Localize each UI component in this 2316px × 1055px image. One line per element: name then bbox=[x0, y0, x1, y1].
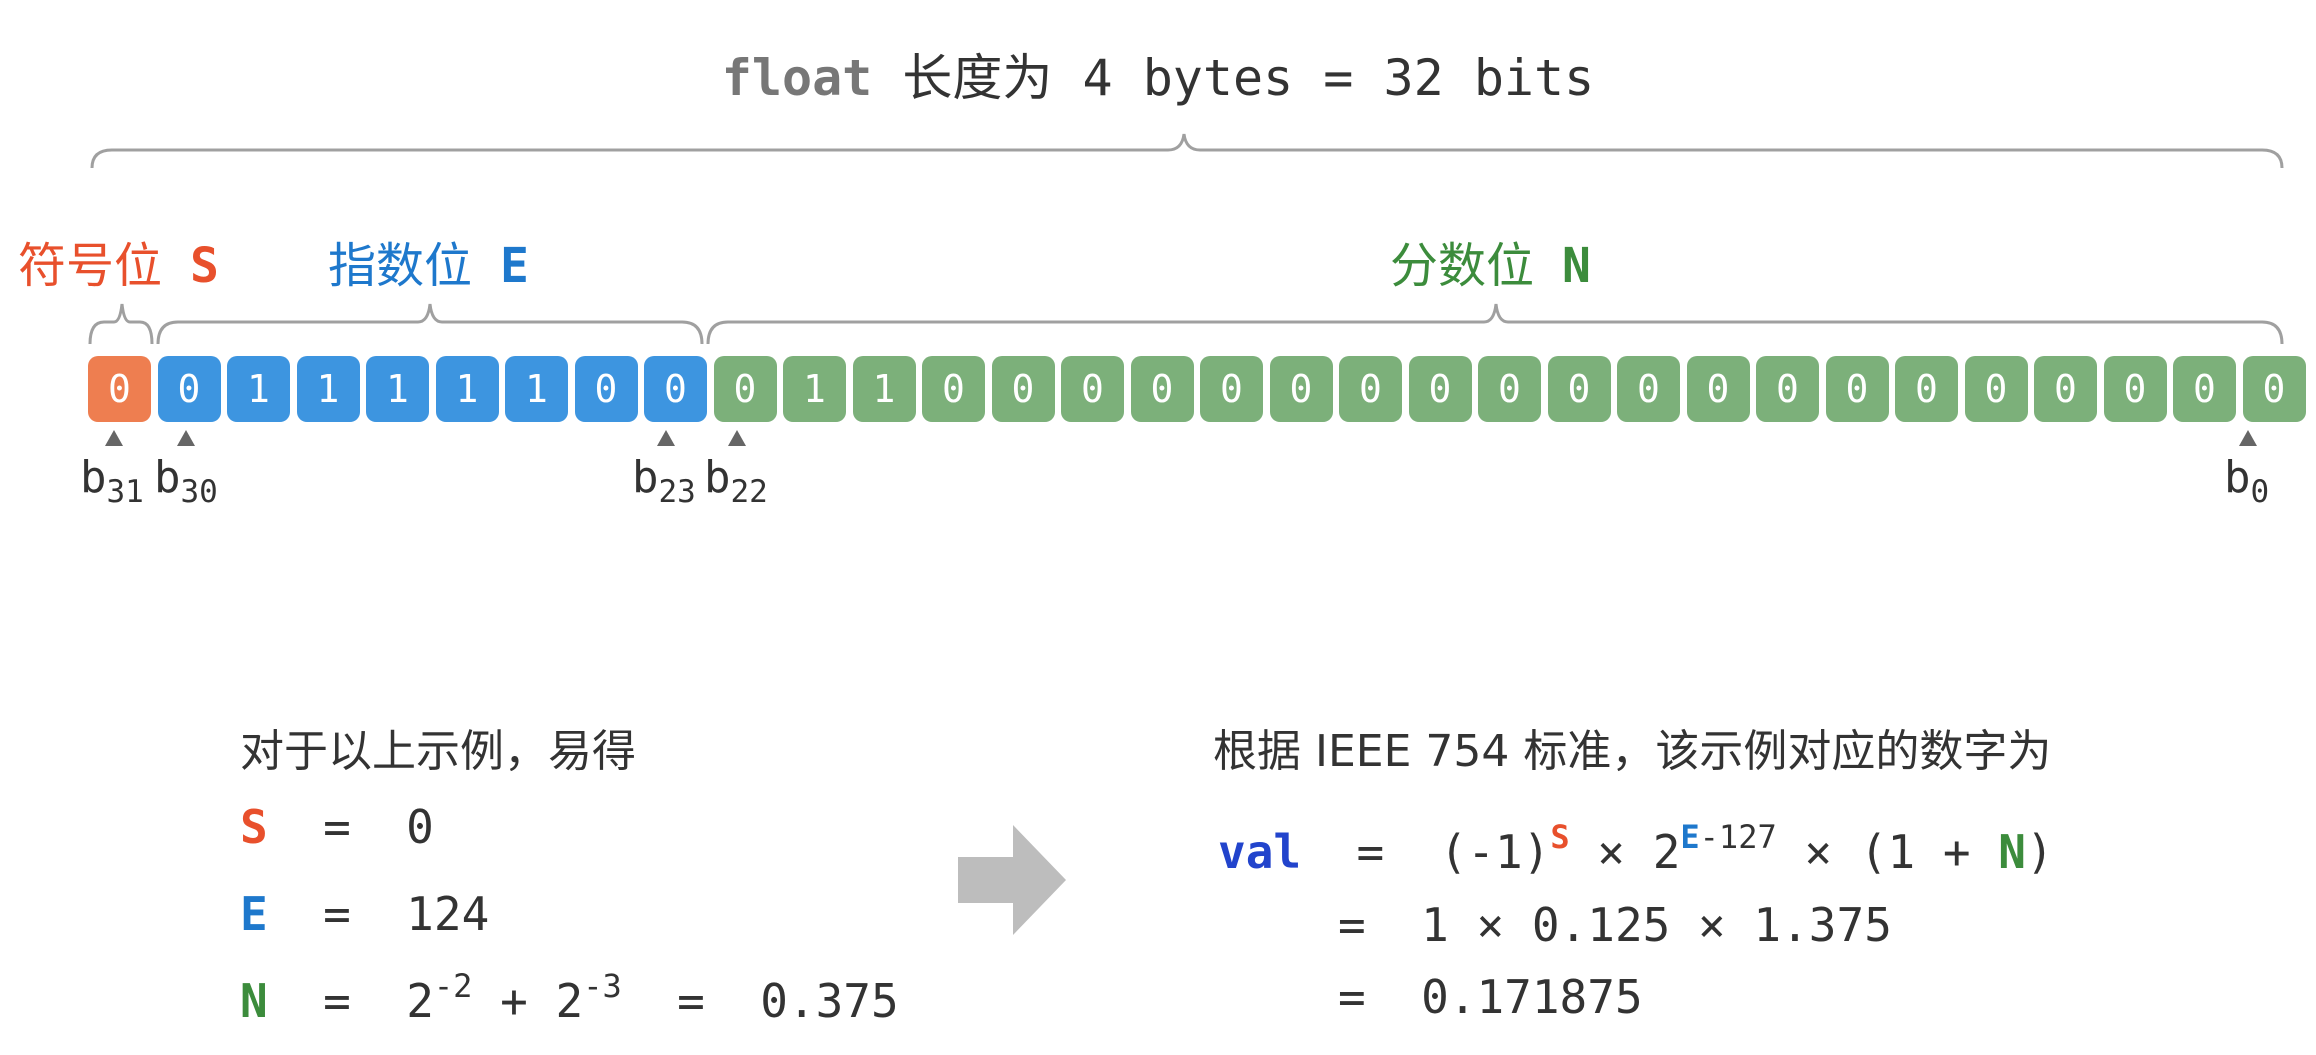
fraction-symbol: N bbox=[1562, 238, 1591, 294]
n-var: N bbox=[240, 974, 268, 1028]
right-heading: 根据 IEEE 754 标准，该示例对应的数字为 bbox=[1213, 726, 2052, 777]
fraction-brace bbox=[706, 303, 2284, 345]
right-arrow-icon bbox=[958, 825, 1066, 935]
s-value: = 0 bbox=[267, 800, 434, 854]
val-equation-line-1: val = (-1)S × 2E-127 × (1 + N) bbox=[1218, 818, 2054, 879]
exponent-segment-label: 指数位 E bbox=[328, 226, 529, 296]
brace-layer bbox=[88, 133, 2284, 345]
e-value: = 124 bbox=[267, 887, 490, 941]
bit-cell: 0 bbox=[2242, 356, 2306, 422]
exponent-label-text: 指数位 bbox=[328, 238, 473, 294]
bit-cell: 0 bbox=[1617, 356, 1680, 422]
diagram-title: float 长度为 4 bytes = 32 bits bbox=[0, 38, 2316, 110]
bit-cell: 0 bbox=[88, 356, 151, 422]
val-equation-line-3: = 0.171875 bbox=[1338, 970, 1643, 1024]
fraction-label-text: 分数位 bbox=[1390, 238, 1535, 294]
b31-label: b31 bbox=[80, 452, 144, 510]
bit-cell: 0 bbox=[574, 356, 638, 422]
sign-brace bbox=[88, 303, 154, 345]
b0-label: b0 bbox=[2224, 452, 2270, 510]
e-var: E bbox=[240, 887, 268, 941]
bit-cell: 0 bbox=[1895, 356, 1958, 422]
bit-cell: 1 bbox=[227, 356, 290, 422]
n-result: = 0.375 bbox=[621, 974, 899, 1028]
bit-cell: 0 bbox=[1061, 356, 1124, 422]
b22-arrow-icon bbox=[728, 430, 746, 446]
bit-cell: 1 bbox=[505, 356, 568, 422]
bit-cell: 1 bbox=[435, 356, 499, 422]
bit-cell: 0 bbox=[1269, 356, 1333, 422]
b0-arrow-icon bbox=[2239, 430, 2257, 446]
b22-label: b22 bbox=[704, 452, 768, 510]
bit-cell: 0 bbox=[1408, 356, 1472, 422]
n-term: N bbox=[1998, 825, 2026, 879]
bit-cell: 0 bbox=[713, 356, 777, 422]
bit-cell: 0 bbox=[1547, 356, 1611, 422]
bit-cell: 0 bbox=[1825, 356, 1889, 422]
bit-cell: 0 bbox=[644, 356, 707, 422]
s-equation: S = 0 bbox=[240, 800, 434, 854]
val-var: val bbox=[1218, 825, 1302, 879]
bit-cell: 0 bbox=[1756, 356, 1819, 422]
title-keyword: float bbox=[721, 49, 873, 107]
sign-symbol: S bbox=[190, 238, 219, 294]
bit-cell: 0 bbox=[1130, 356, 1194, 422]
bit-cell: 1 bbox=[783, 356, 846, 422]
b23-label: b23 bbox=[632, 452, 696, 510]
sign-label-text: 符号位 bbox=[18, 238, 163, 294]
bit-cell: 0 bbox=[991, 356, 1055, 422]
bit-cell: 0 bbox=[1686, 356, 1750, 422]
s-var: S bbox=[240, 800, 268, 854]
sign-segment-label: 符号位 S bbox=[18, 226, 219, 296]
bit-cell: 0 bbox=[1478, 356, 1541, 422]
bit-cell: 0 bbox=[157, 356, 221, 422]
b31-arrow-icon bbox=[105, 430, 123, 446]
bit-cell: 0 bbox=[1964, 356, 2028, 422]
sign-exponent: S bbox=[1550, 818, 1570, 856]
b23-arrow-icon bbox=[657, 430, 675, 446]
bit-cell: 0 bbox=[2103, 356, 2167, 422]
bit-cell: 1 bbox=[366, 356, 429, 422]
total-brace bbox=[90, 133, 2284, 169]
bit-cell: 1 bbox=[852, 356, 916, 422]
b30-label: b30 bbox=[154, 452, 218, 510]
title-text: 长度为 4 bytes = 32 bits bbox=[872, 49, 1595, 107]
exponent-symbol: E bbox=[500, 238, 529, 294]
fraction-segment-label: 分数位 N bbox=[1390, 226, 1591, 296]
left-heading: 对于以上示例，易得 bbox=[240, 726, 636, 777]
bit-cell: 0 bbox=[1200, 356, 1263, 422]
bit-cell: 0 bbox=[1339, 356, 1402, 422]
e-equation: E = 124 bbox=[240, 887, 489, 941]
bit-cell: 0 bbox=[922, 356, 985, 422]
bit-cell: 0 bbox=[2034, 356, 2097, 422]
bit-cell: 1 bbox=[296, 356, 360, 422]
val-equation-line-2: = 1 × 0.125 × 1.375 bbox=[1338, 898, 1892, 952]
b30-arrow-icon bbox=[177, 430, 195, 446]
n-equation: N = 2-2 + 2-3 = 0.375 bbox=[240, 967, 899, 1028]
exponent-brace bbox=[156, 303, 704, 345]
exp-exponent: E bbox=[1680, 818, 1700, 856]
bit-cell: 0 bbox=[2173, 356, 2236, 422]
